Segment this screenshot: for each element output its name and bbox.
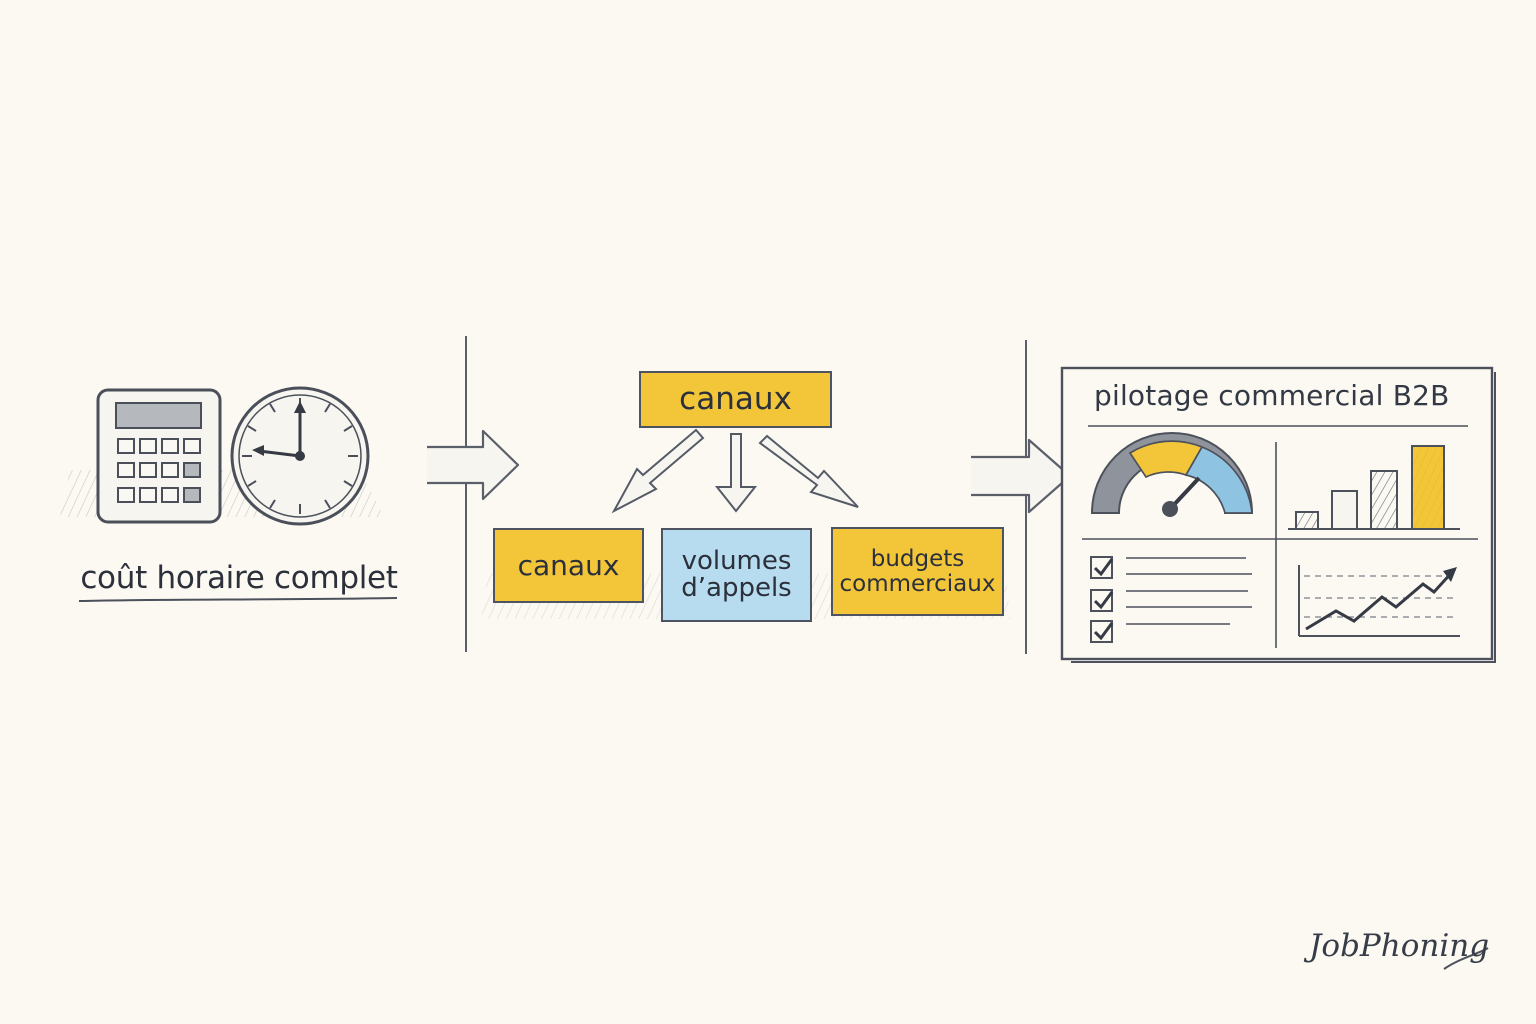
dashboard-title: pilotage commercial B2B: [1094, 379, 1450, 412]
brand-swash: [1443, 947, 1489, 970]
brand-logo-text: JobPhoning: [1309, 928, 1490, 964]
middle-connector-center: [714, 433, 758, 513]
call-volume-box-line-1: volumes: [681, 545, 792, 576]
top-channel-box: canaux: [639, 371, 832, 428]
channel-box-line-1: canaux: [517, 548, 620, 582]
middle-connector-right: [758, 434, 859, 508]
middle-connector-left: [611, 428, 705, 514]
calculator-icon: [96, 388, 222, 524]
commercial-budgets-box: budgets commerciaux: [831, 527, 1004, 616]
line-chart-icon: [1298, 565, 1460, 637]
bar-chart-icon: [1288, 445, 1460, 530]
channel-box: canaux: [493, 528, 644, 603]
left-label-underline: [78, 597, 398, 602]
call-volume-box: volumes d’appels: [661, 528, 812, 622]
gauge-icon: [1090, 432, 1254, 517]
checklist-icon: [1090, 556, 1252, 643]
flow-arrow-2: [971, 438, 1072, 514]
flow-arrow-1: [427, 429, 520, 501]
call-volume-box-line-2: d’appels: [681, 573, 792, 603]
commercial-budgets-box-line-1: budgets: [870, 546, 965, 573]
commercial-budgets-box-line-2: commerciaux: [839, 570, 996, 597]
top-channel-label: canaux: [679, 381, 792, 418]
left-section-label: coût horaire complet: [80, 560, 398, 596]
clock-icon: [230, 386, 370, 526]
